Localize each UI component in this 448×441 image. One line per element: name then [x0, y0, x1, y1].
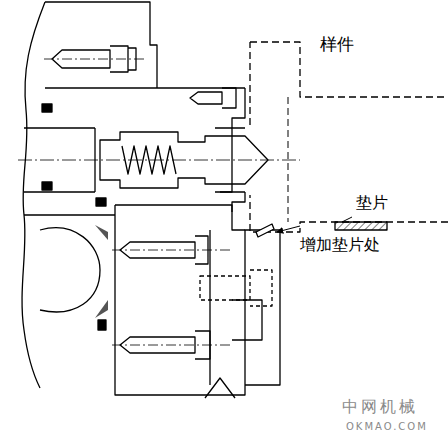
support-mark: [205, 378, 235, 398]
added-shim: [256, 224, 274, 237]
seal: [42, 182, 52, 190]
part-name: 垫片: [354, 194, 390, 212]
watermark: OKMAO.COM: [344, 421, 430, 433]
small-screw: [190, 88, 236, 108]
part-name: 样件: [318, 35, 356, 55]
leader-arrow: [277, 226, 300, 232]
ball: [40, 228, 100, 312]
leader-line: [342, 217, 352, 222]
center-line: [18, 160, 300, 161]
note: 增加垫片处: [298, 236, 382, 254]
body-edge: [45, 87, 245, 88]
seal: [98, 320, 106, 330]
hidden-bolt: [200, 270, 272, 306]
block-edge: [209, 230, 210, 385]
seal: [96, 198, 106, 206]
upper-body: [45, 2, 157, 88]
watermark: 中网机械: [340, 398, 420, 416]
break-line: [22, 2, 45, 388]
seal: [42, 104, 52, 112]
shim: [335, 222, 387, 230]
sample-outline: [250, 42, 448, 232]
lower-body: [24, 205, 280, 395]
clamp-block: [115, 205, 262, 340]
